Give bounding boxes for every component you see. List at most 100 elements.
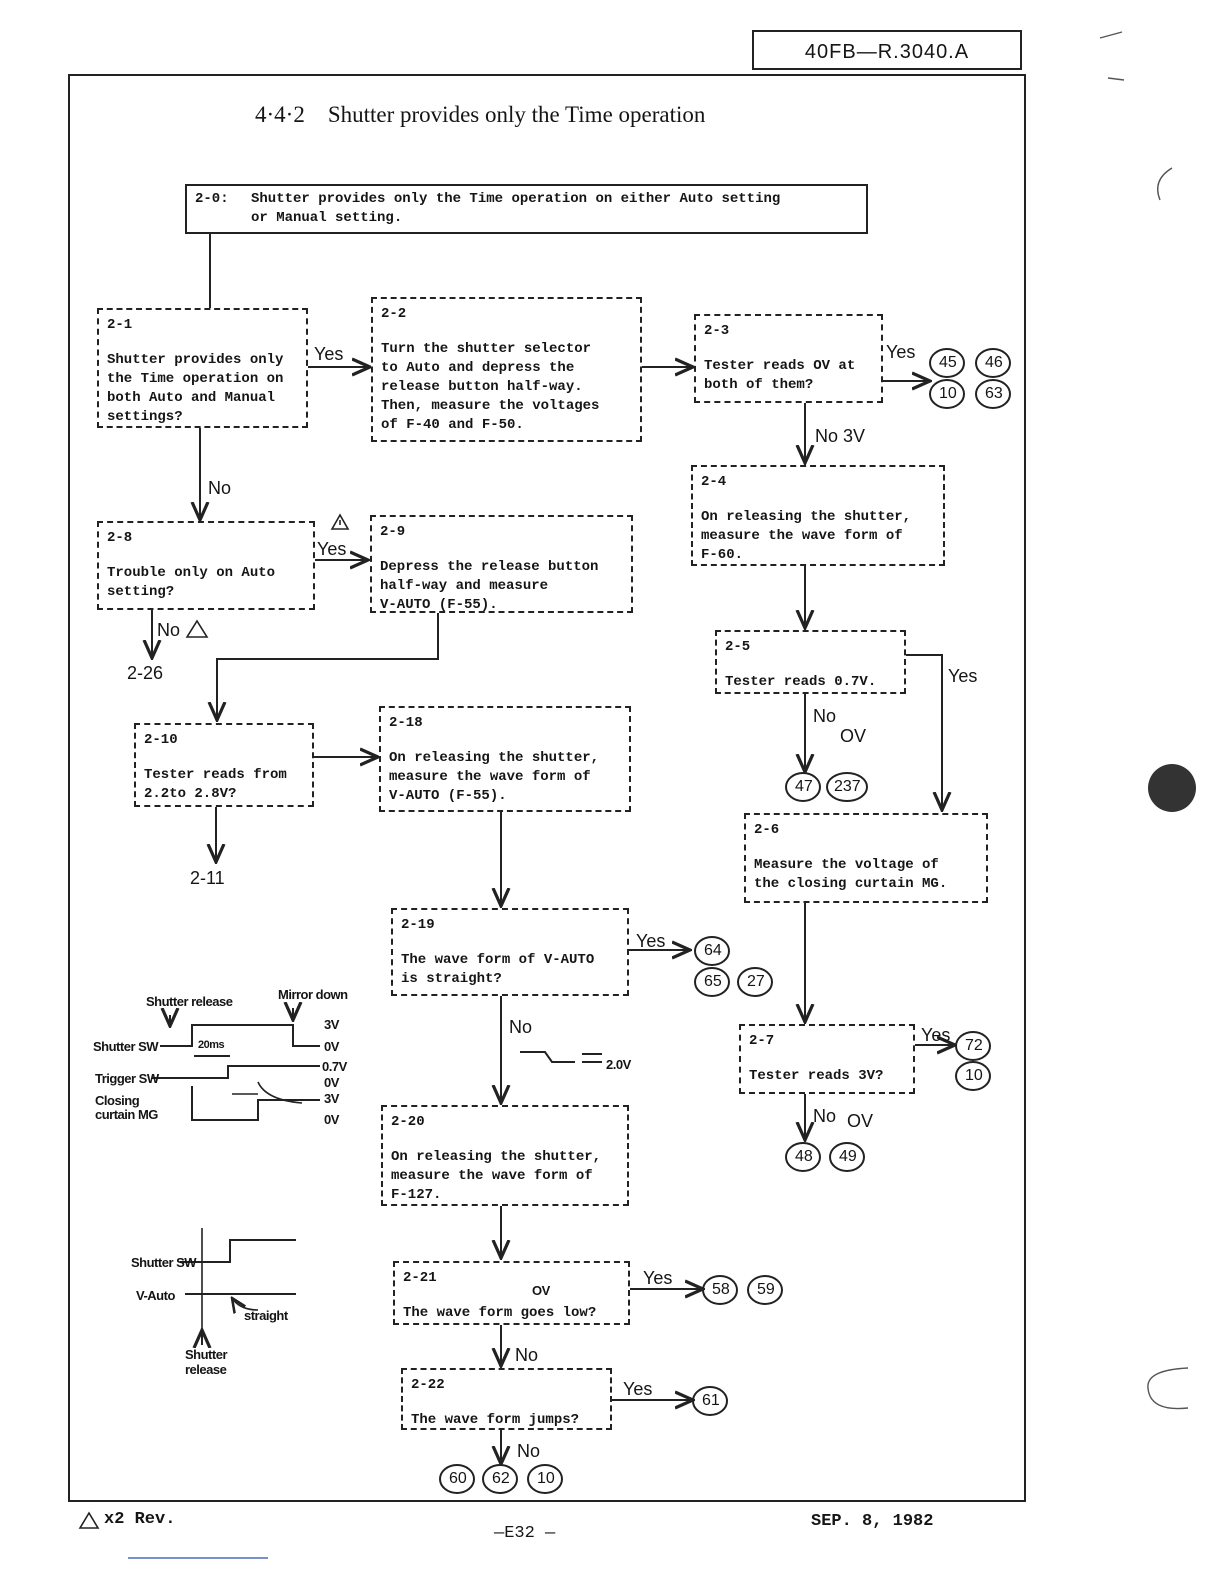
step-id: 2-18 [389, 715, 423, 731]
label-yes-221: Yes [643, 1268, 673, 1288]
ref-number: 45 [939, 354, 957, 371]
label-no-221: No [515, 1345, 539, 1365]
ref-number: 63 [985, 385, 1003, 402]
ref-number: 59 [757, 1281, 775, 1298]
timing2-straight: straight [244, 1308, 288, 1323]
step-id: 2-6 [754, 822, 780, 838]
step-2-20: 2-20 On releasing the shutter, measure th… [381, 1105, 629, 1206]
ref-number: 64 [704, 942, 722, 959]
step-text: On releasing the shutter, measure the wa… [391, 1149, 602, 1203]
label-no-28: No [157, 620, 181, 640]
page-frame [68, 74, 1026, 1502]
ref-number: 65 [704, 973, 722, 990]
label-ov-221: OV [532, 1283, 550, 1298]
binder-ring-top [1157, 167, 1173, 201]
step-id: 2-10 [144, 732, 178, 748]
revision-note: x2 Rev. [104, 1510, 176, 1529]
timing2-shutter-release: Shutter release [185, 1347, 228, 1377]
step-id: 2-0: [195, 191, 229, 207]
label-2v-219: 2.0V [606, 1057, 631, 1072]
timing1-0-7v: 0.7V [322, 1059, 347, 1074]
step-id: 2-8 [107, 530, 133, 546]
timing1-3v: 3V [324, 1017, 339, 1032]
label-no-3v-23: No 3V [815, 426, 866, 446]
reference-circles [439, 348, 1011, 1494]
step-id: 2-4 [701, 474, 727, 490]
label-no-219: No [509, 1017, 533, 1037]
timing2-v-auto: V-Auto [136, 1288, 175, 1303]
label-yes-21: Yes [314, 344, 344, 364]
timing2-shutter-sw-wave [180, 1239, 296, 1263]
ref-number: 72 [965, 1037, 983, 1054]
ref-number: 46 [985, 354, 1003, 371]
label-no-27: No [813, 1106, 837, 1126]
step-text: Tester reads OV at both of them? [704, 358, 856, 393]
step-text: The wave form jumps? [411, 1412, 580, 1428]
timing1-trigger-sw: Trigger SW [95, 1071, 159, 1086]
binder-hole-mark [1148, 764, 1196, 812]
step-id: 2-20 [391, 1114, 425, 1130]
timing1-closing-mg: Closing curtain MG [95, 1093, 158, 1122]
label-no-222: No [517, 1441, 541, 1461]
connector-29-210 [217, 613, 439, 720]
step-2-4: 2-4 On releasing the shutter, measure the… [691, 465, 945, 566]
ref-number: 48 [795, 1148, 813, 1165]
step-text: Measure the voltage of the closing curta… [754, 857, 948, 892]
ref-number: 27 [747, 973, 765, 990]
label-yes-222: Yes [623, 1379, 653, 1399]
ref-number: 47 [795, 778, 813, 795]
step-id: 2-3 [704, 323, 730, 339]
step-id: 2-5 [725, 639, 751, 655]
step-id: 2-1 [107, 317, 133, 333]
label-no-25: No [813, 706, 837, 726]
section-heading: Shutter provides only the Time operation [327, 102, 706, 127]
timing1-0v: 0V [324, 1039, 339, 1054]
label-ov-27: OV [847, 1111, 874, 1131]
step-id: 2-22 [411, 1377, 445, 1393]
step-text: Turn the shutter selector to Auto and de… [381, 341, 600, 433]
ref-number: 10 [939, 385, 957, 402]
step-text: On releasing the shutter, measure the wa… [701, 509, 912, 563]
timing1-shutter-sw: Shutter SW [93, 1039, 159, 1054]
timing1-0v-c: 0V [324, 1112, 339, 1127]
step-text: Shutter provides only the Time operation… [107, 352, 284, 425]
step-text: The wave form of V-AUTO is straight? [401, 952, 595, 987]
page-number: —E32 — [494, 1524, 556, 1543]
step-id: 2-7 [749, 1033, 775, 1049]
timing1-shutter-sw-wave [160, 1024, 320, 1047]
step-id: 2-9 [380, 524, 406, 540]
ref-number: 10 [965, 1067, 983, 1084]
step-id: 2-21 [403, 1270, 437, 1286]
timing1-0v-b: 0V [324, 1075, 339, 1090]
label-yes-25: Yes [948, 666, 978, 686]
label-ov-25: OV [840, 726, 867, 746]
timing2-shutter-sw: Shutter SW [131, 1255, 197, 1270]
timing1-20ms: 20ms [198, 1039, 225, 1051]
label-no-21: No [208, 478, 232, 498]
binder-ring-bottom [1147, 1367, 1189, 1410]
ref-number: 10 [537, 1470, 555, 1487]
section-number: 4·4·2 [255, 102, 305, 127]
step-id: 2-2 [381, 306, 407, 322]
section-title: 4·4·2 Shutter provides only the Time ope… [255, 102, 705, 128]
ref-number: 62 [492, 1470, 510, 1487]
ref-number: 61 [702, 1392, 720, 1409]
document-id: 40FB—R.3040.A [752, 30, 1022, 70]
step-text: Tester reads 3V? [749, 1068, 884, 1084]
goto-2-26: 2-26 [127, 663, 164, 683]
step-2-0: 2-0:Shutter provides only the Time opera… [185, 184, 868, 234]
label-yes-27: Yes [921, 1025, 951, 1045]
ref-number: 237 [834, 778, 861, 795]
timing1-3v-b: 3V [324, 1091, 339, 1106]
